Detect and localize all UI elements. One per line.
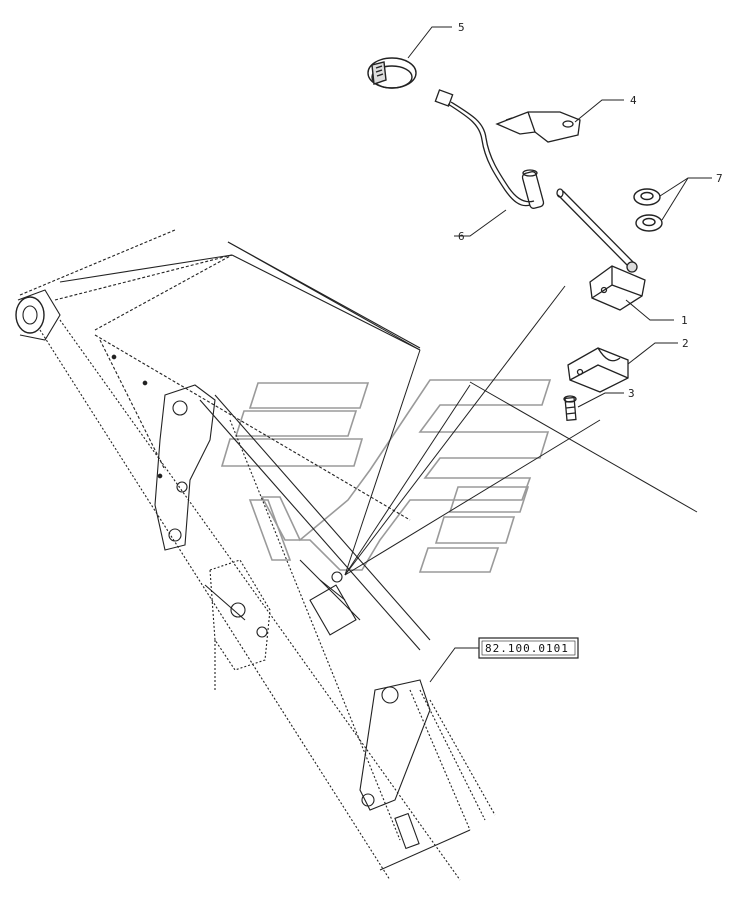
leader-lines [227, 241, 698, 576]
hose-clamp-part [367, 57, 417, 89]
callout-leaders [407, 26, 712, 408]
washers-part [633, 188, 663, 232]
callout-7: 7 [716, 172, 723, 185]
sensor-cable-part [434, 89, 545, 209]
reference-box: 82.100.0101 [429, 637, 579, 683]
bolt-part [563, 395, 577, 422]
bracket-plate-part [495, 111, 581, 143]
callout-2: 2 [682, 337, 689, 350]
half-clamp-part [567, 347, 629, 393]
callout-3: 3 [628, 387, 635, 400]
callout-4: 4 [630, 94, 637, 107]
watermark-logo [220, 379, 552, 573]
rod-clamp-part [556, 188, 646, 311]
loader-boom [15, 229, 496, 881]
callout-6: 6 [458, 230, 465, 243]
callout-1: 1 [681, 314, 688, 327]
reference-label: 82.100.0101 [485, 642, 569, 655]
callout-5: 5 [458, 21, 465, 34]
